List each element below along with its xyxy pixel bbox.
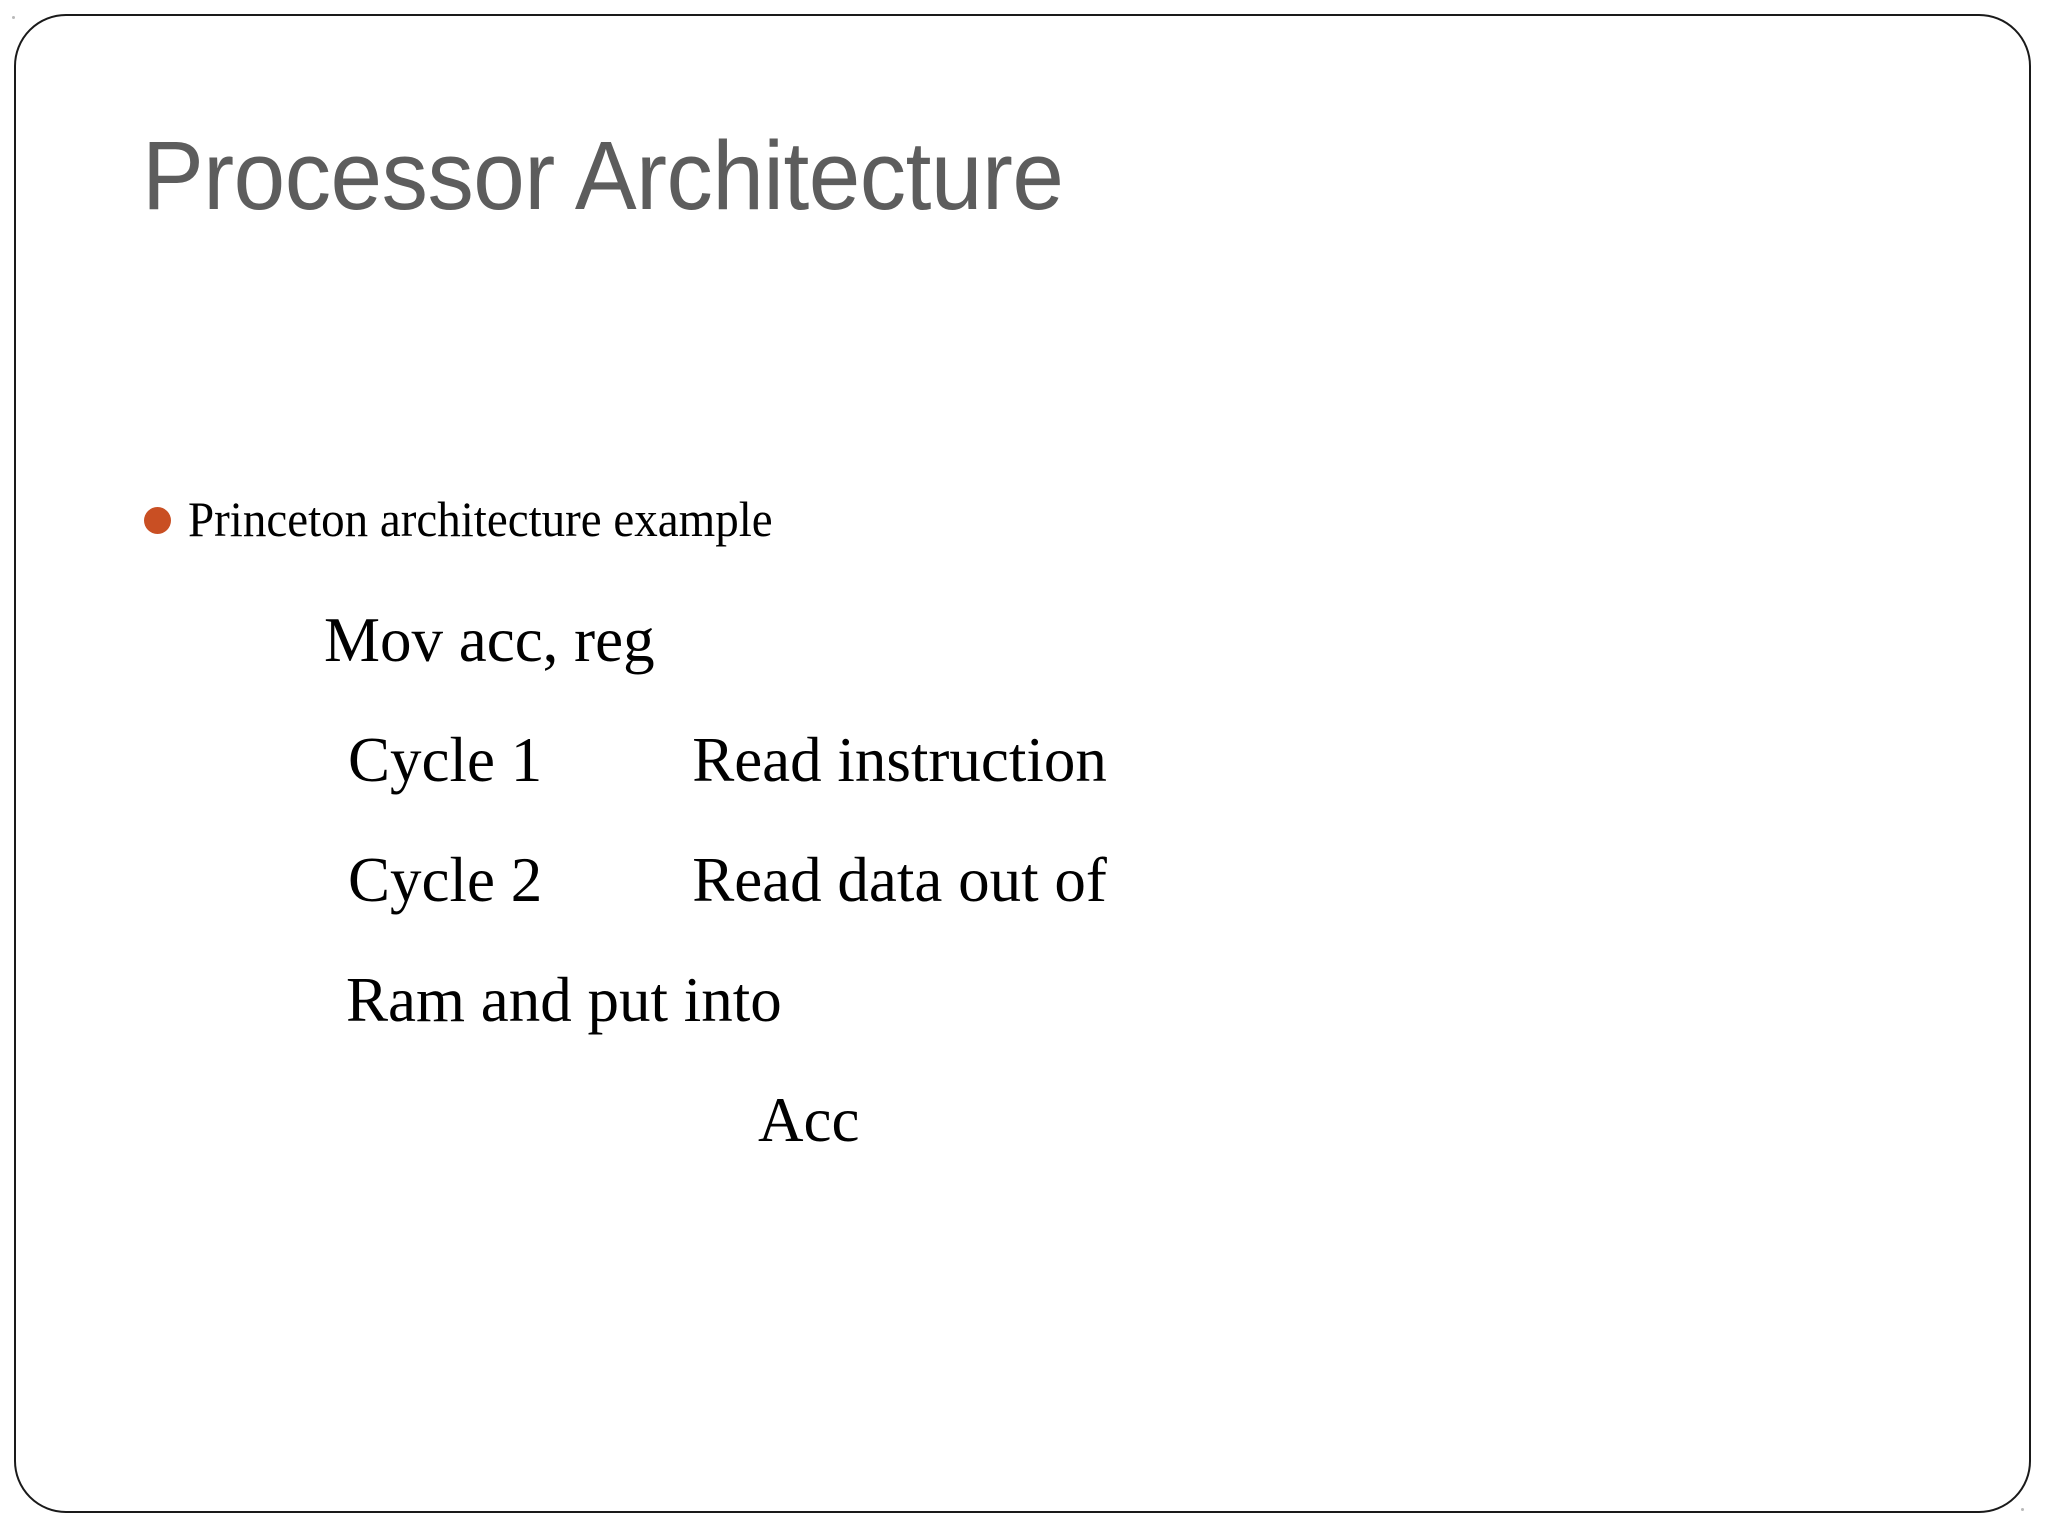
bullet-list-item: Princeton architecture example	[144, 494, 810, 544]
slide-body: Princeton architecture example Mov acc, …	[16, 16, 2029, 1511]
cycle-1-row: Cycle 1 Read instruction	[348, 724, 1107, 797]
cycle-1-label: Cycle 1	[348, 725, 543, 795]
bullet-point-icon	[144, 507, 171, 534]
slide-frame: Processor Architecture Princeton archite…	[14, 14, 2031, 1513]
scan-speck-top-left	[12, 16, 15, 19]
cycle-2-row: Cycle 2 Read data out of	[348, 844, 1107, 917]
bullet-item-label: Princeton architecture example	[188, 491, 773, 547]
page-title: Processor Architecture	[142, 121, 1064, 230]
cycle-2-label: Cycle 2	[348, 845, 543, 915]
cycle-2-description-continued: Ram and put into	[346, 965, 782, 1035]
cycle-2-description: Read data out of	[692, 845, 1107, 915]
instruction-line: Mov acc, reg	[324, 605, 655, 675]
scan-speck-bottom-right	[2021, 1508, 2024, 1511]
cycle-2-destination: Acc	[758, 1085, 860, 1155]
cycle-1-description: Read instruction	[692, 725, 1107, 795]
